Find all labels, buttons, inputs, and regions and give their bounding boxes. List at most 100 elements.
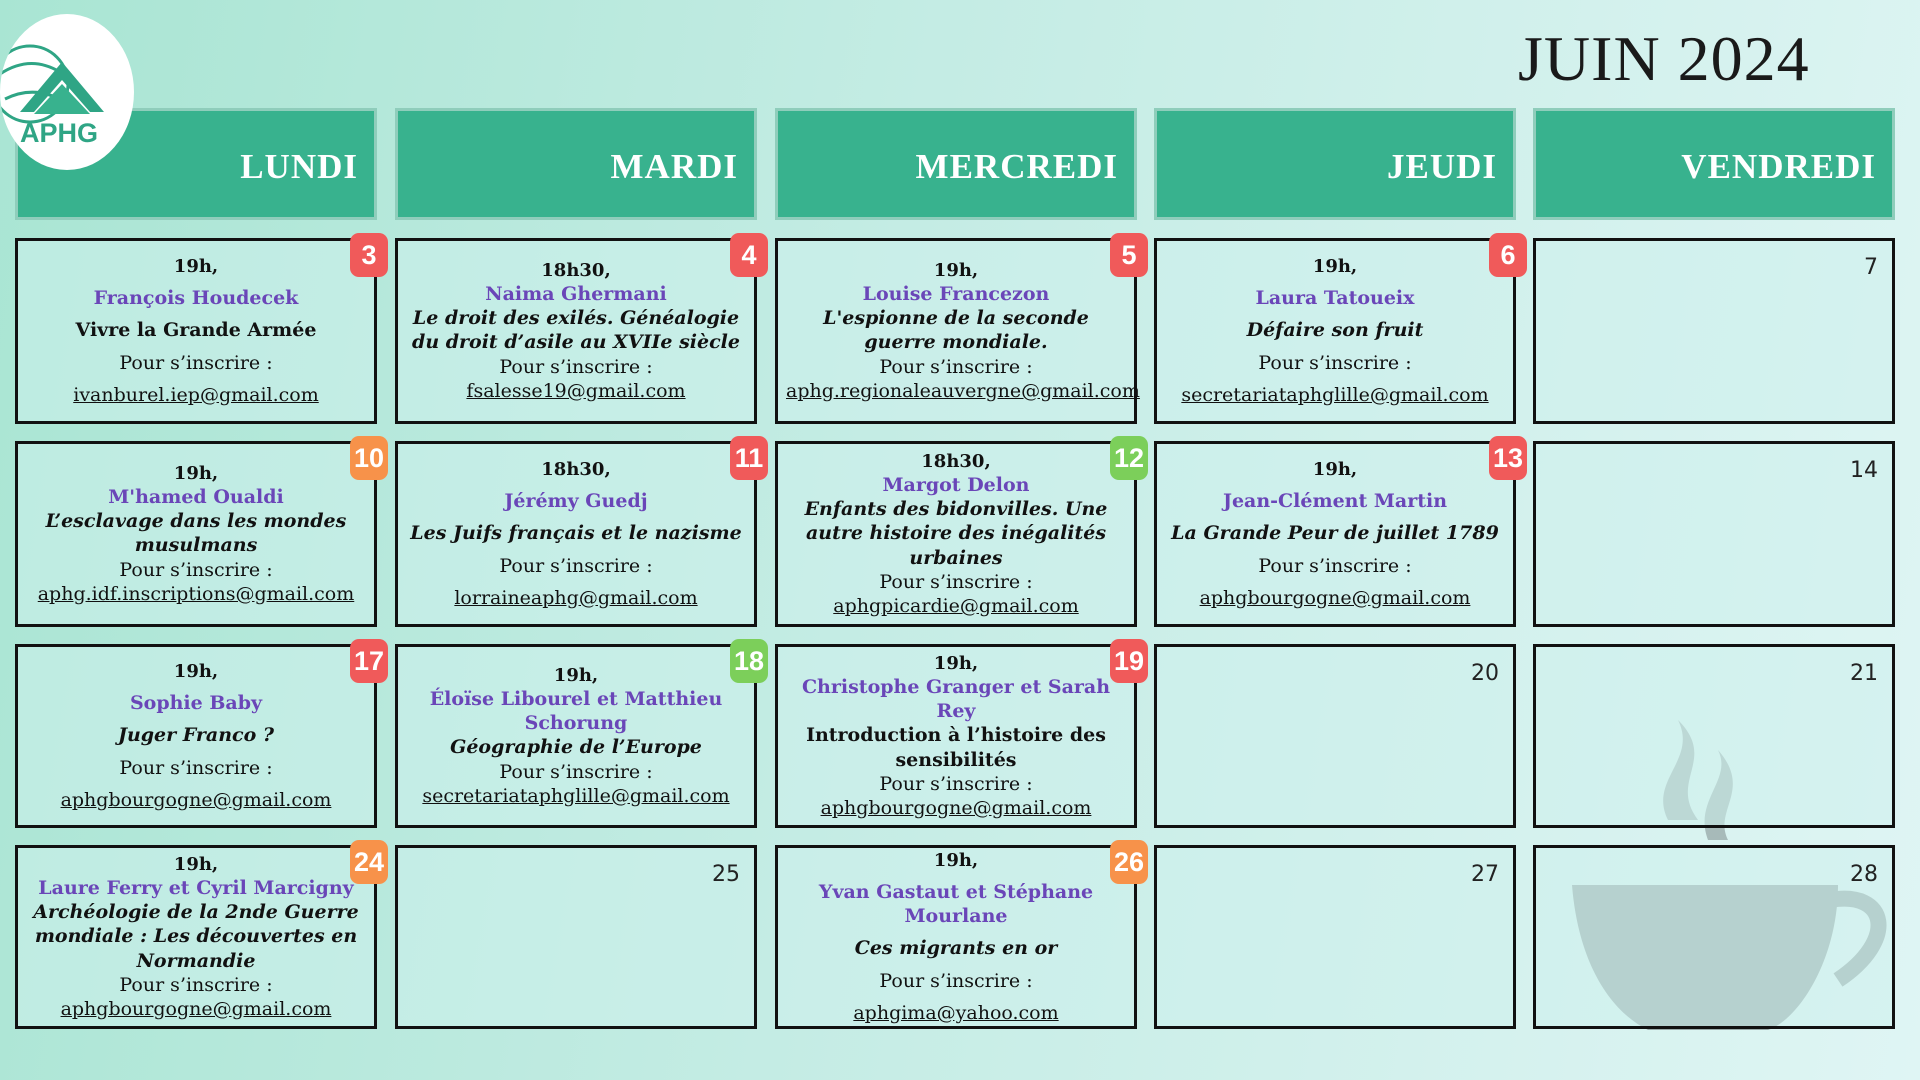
registration-email-link[interactable]: aphgbourgogne@gmail.com <box>1199 586 1471 609</box>
day-cell-7: 7 <box>1533 238 1895 424</box>
day-number-badge: 19 <box>1110 639 1148 683</box>
registration-email-link[interactable]: aphgbourgogne@gmail.com <box>60 788 332 811</box>
event-title: Ces migrants en or <box>854 937 1058 960</box>
registration-email-link[interactable]: aphgpicardie@gmail.com <box>833 595 1079 618</box>
day-number: 7 <box>1864 255 1878 280</box>
event-speaker: Louise Francezon <box>862 282 1050 305</box>
registration-label: Pour s’inscrire : <box>879 355 1033 378</box>
registration-label: Pour s’inscrire : <box>119 973 273 996</box>
day-number-badge: 24 <box>350 840 388 884</box>
registration-label: Pour s’inscrire : <box>879 772 1033 795</box>
day-cell-25: 25 <box>395 845 757 1029</box>
event-time: 19h, <box>1312 458 1358 480</box>
registration-email-link[interactable]: fsalesse19@gmail.com <box>466 379 686 402</box>
registration-label: Pour s’inscrire : <box>119 351 273 374</box>
page-title: JUIN 2024 <box>1518 23 1810 94</box>
registration-label: Pour s’inscrire : <box>1258 554 1412 577</box>
event-speaker: Jérémy Guedj <box>504 489 648 512</box>
event-time: 19h, <box>553 664 599 686</box>
event-time: 19h, <box>1312 255 1358 277</box>
registration-label: Pour s’inscrire : <box>499 760 653 783</box>
weekday-header-vendredi: VENDREDI <box>1533 108 1895 220</box>
day-number-badge: 4 <box>730 233 768 277</box>
event-title: Les Juifs français et le nazisme <box>410 522 742 545</box>
day-number: 27 <box>1471 862 1499 887</box>
day-number-badge: 5 <box>1110 233 1148 277</box>
day-cell-20: 20 <box>1154 644 1516 828</box>
registration-email-link[interactable]: ivanburel.iep@gmail.com <box>73 383 319 406</box>
weekday-header-jeudi: JEUDI <box>1154 108 1516 220</box>
day-number-badge: 6 <box>1489 233 1527 277</box>
event-title: Archéologie de la 2nde Guerre mondiale :… <box>33 900 359 972</box>
registration-label: Pour s’inscrire : <box>1258 351 1412 374</box>
day-cell-27: 27 <box>1154 845 1516 1029</box>
event-time: 19h, <box>933 259 979 281</box>
day-number: 28 <box>1850 862 1878 887</box>
event-speaker: Laura Tatoueix <box>1255 286 1415 309</box>
registration-email-link[interactable]: aphgima@yahoo.com <box>853 1001 1059 1024</box>
registration-email-link[interactable]: aphgbourgogne@gmail.com <box>820 797 1092 820</box>
event-title: L’esclavage dans les mondes musulmans <box>45 510 347 557</box>
day-number-badge: 12 <box>1110 436 1148 480</box>
registration-email-link[interactable]: secretariataphglille@gmail.com <box>422 784 730 807</box>
event-title: Géographie de l’Europe <box>450 736 702 759</box>
event-speaker: M'hamed Oualdi <box>108 485 284 508</box>
registration-label: Pour s’inscrire : <box>119 756 273 779</box>
day-number-badge: 26 <box>1110 840 1148 884</box>
event-time: 19h, <box>933 652 979 674</box>
event-speaker: Naima Ghermani <box>485 282 667 305</box>
day-number: 20 <box>1471 661 1499 686</box>
day-cell-28: 28 <box>1533 845 1895 1029</box>
day-cell-21: 21 <box>1533 644 1895 828</box>
event-title: L'espionne de la seconde guerre mondiale… <box>823 307 1089 354</box>
day-number-badge: 13 <box>1489 436 1527 480</box>
aphg-logo: APHG <box>0 14 134 170</box>
event-title: Juger Franco ? <box>117 724 275 747</box>
registration-email-link[interactable]: aphgbourgogne@gmail.com <box>60 998 332 1021</box>
event-speaker: Laure Ferry et Cyril Marcigny <box>38 876 354 899</box>
day-number-badge: 17 <box>350 639 388 683</box>
event-speaker: Christophe Granger et Sarah Rey <box>801 675 1111 722</box>
weekday-header-mercredi: MERCREDI <box>775 108 1137 220</box>
event-time: 18h30, <box>541 458 611 480</box>
event-title: Le droit des exilés. Généalogie du droit… <box>412 307 740 354</box>
day-cell-14: 14 <box>1533 441 1895 627</box>
day-number-badge: 10 <box>350 436 388 480</box>
registration-email-link[interactable]: secretariataphglille@gmail.com <box>1181 383 1489 406</box>
event-speaker: François Houdecek <box>93 286 299 309</box>
registration-email-link[interactable]: aphg.idf.inscriptions@gmail.com <box>37 582 355 605</box>
event-speaker: Éloïse Libourel et Matthieu Schorung <box>429 687 723 735</box>
event-speaker: Jean-Clément Martin <box>1222 489 1448 512</box>
weekday-header-mardi: MARDI <box>395 108 757 220</box>
event-time: 18h30, <box>541 259 611 281</box>
event-time: 19h, <box>933 849 979 871</box>
day-number: 25 <box>712 862 740 887</box>
logo-text: APHG <box>20 118 99 148</box>
day-number-badge: 3 <box>350 233 388 277</box>
event-speaker: Margot Delon <box>882 473 1030 496</box>
event-time: 18h30, <box>921 450 991 472</box>
event-time: 19h, <box>173 853 219 875</box>
registration-label: Pour s’inscrire : <box>119 558 273 581</box>
event-time: 19h, <box>173 660 219 682</box>
registration-email-link[interactable]: lorraineaphg@gmail.com <box>454 586 698 609</box>
event-time: 19h, <box>173 255 219 277</box>
event-title: Vivre la Grande Armée <box>75 319 317 342</box>
registration-label: Pour s’inscrire : <box>499 554 653 577</box>
event-speaker: Yvan Gastaut et Stéphane Mourlane <box>818 880 1094 928</box>
event-title: Enfants des bidonvilles. Une autre histo… <box>804 497 1108 569</box>
registration-email-link[interactable]: aphg.regionaleauvergne@gmail.com <box>786 379 1140 402</box>
